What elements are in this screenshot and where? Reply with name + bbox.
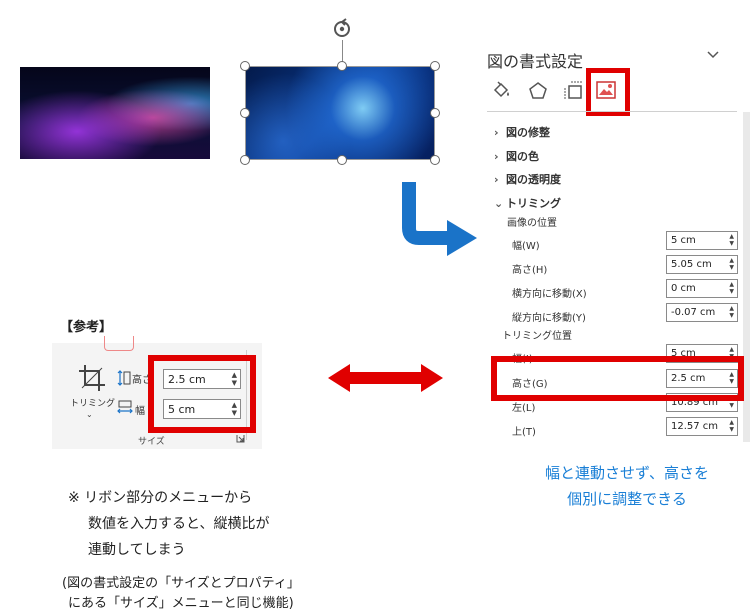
ribbon-height-label: 高さ <box>132 375 152 386</box>
double-arrow-icon <box>328 364 443 392</box>
crop-position-heading: トリミング位置 <box>502 331 572 342</box>
rotate-handle-line <box>342 40 343 66</box>
blue-caption-line-1: 幅と連動させず、高さを <box>545 464 709 482</box>
image-height-label: 高さ(H) <box>512 265 548 276</box>
note-line-3: 連動してしまう <box>88 542 186 558</box>
offset-x-label: 横方向に移動(X) <box>512 289 587 300</box>
crop-height-stepper[interactable]: 2.5 cm▲▼ <box>666 369 738 388</box>
image-width-label: 幅(W) <box>512 241 540 252</box>
resize-handle-e[interactable] <box>430 108 440 118</box>
picture-tab-highlight <box>586 68 630 116</box>
pane-divider <box>487 111 737 112</box>
resize-handle-n[interactable] <box>337 61 347 71</box>
image-height-stepper[interactable]: 5.05 cm▲▼ <box>666 255 738 274</box>
crop-height-highlight <box>491 356 744 401</box>
resize-handle-s[interactable] <box>337 155 347 165</box>
chevron-down-icon[interactable] <box>705 46 721 62</box>
wave-image[interactable] <box>20 67 210 159</box>
crop-top-stepper[interactable]: 12.57 cm▲▼ <box>666 417 738 436</box>
size-properties-icon[interactable] <box>563 80 585 102</box>
paint-bucket-icon[interactable] <box>490 80 512 102</box>
ribbon-width-label: 幅 <box>135 406 145 417</box>
picture-icon[interactable] <box>595 79 617 101</box>
note-line-1: ※ リボン部分のメニューから <box>68 490 253 506</box>
shape-height-icon <box>117 370 131 386</box>
shape-width-icon <box>117 400 133 414</box>
pane-scrollbar[interactable] <box>743 112 750 442</box>
offset-x-stepper[interactable]: 0 cm▲▼ <box>666 279 738 298</box>
chevron-down-icon[interactable]: ⌄ <box>86 410 93 419</box>
blue-caption-line-2: 個別に調整できる <box>567 490 687 508</box>
paren-note-line-1: (図の書式設定の「サイズとプロパティ」 <box>62 576 300 591</box>
crop-icon[interactable] <box>78 364 106 392</box>
resize-handle-sw[interactable] <box>240 155 250 165</box>
crop-height-label: 高さ(G) <box>512 379 548 390</box>
pane-title: 図の書式設定 <box>487 52 584 71</box>
network-image[interactable] <box>245 66 435 160</box>
rotate-handle-icon[interactable] <box>331 18 353 44</box>
ribbon-divider <box>246 350 247 440</box>
blue-arrow-icon <box>402 182 477 256</box>
reference-label: 【参考】 <box>60 320 113 335</box>
resize-handle-w[interactable] <box>240 108 250 118</box>
image-width-stepper[interactable]: 5 cm▲▼ <box>666 231 738 250</box>
note-line-2: 数値を入力すると、縦横比が <box>88 516 270 532</box>
crop-button-label[interactable]: トリミング <box>70 399 116 409</box>
resize-handle-nw[interactable] <box>240 61 250 71</box>
section-picture-corrections[interactable]: ›図の修整 <box>494 126 550 139</box>
paren-note-line-2: にある「サイズ」メニューと同じ機能) <box>68 596 294 611</box>
ribbon-size-highlight <box>148 355 256 433</box>
resize-handle-se[interactable] <box>430 155 440 165</box>
ribbon-height-stepper[interactable]: 2.5 cm▲▼ <box>163 369 241 389</box>
crop-top-label: 上(T) <box>512 427 536 438</box>
ribbon-group-label: サイズ <box>138 437 165 447</box>
offset-y-stepper[interactable]: -0.07 cm▲▼ <box>666 303 738 322</box>
ribbon-partial-button <box>104 336 134 351</box>
ribbon-width-stepper[interactable]: 5 cm▲▼ <box>163 399 241 419</box>
image-position-heading: 画像の位置 <box>507 218 557 229</box>
section-crop[interactable]: ⌄トリミング <box>494 197 561 210</box>
crop-left-label: 左(L) <box>512 403 536 414</box>
dialog-launcher-icon[interactable] <box>236 434 245 443</box>
section-picture-transparency[interactable]: ›図の透明度 <box>494 173 561 186</box>
selection-frame <box>245 66 435 160</box>
section-picture-color[interactable]: ›図の色 <box>494 150 539 163</box>
offset-y-label: 縦方向に移動(Y) <box>512 313 586 324</box>
pentagon-icon[interactable] <box>527 80 549 102</box>
resize-handle-ne[interactable] <box>430 61 440 71</box>
